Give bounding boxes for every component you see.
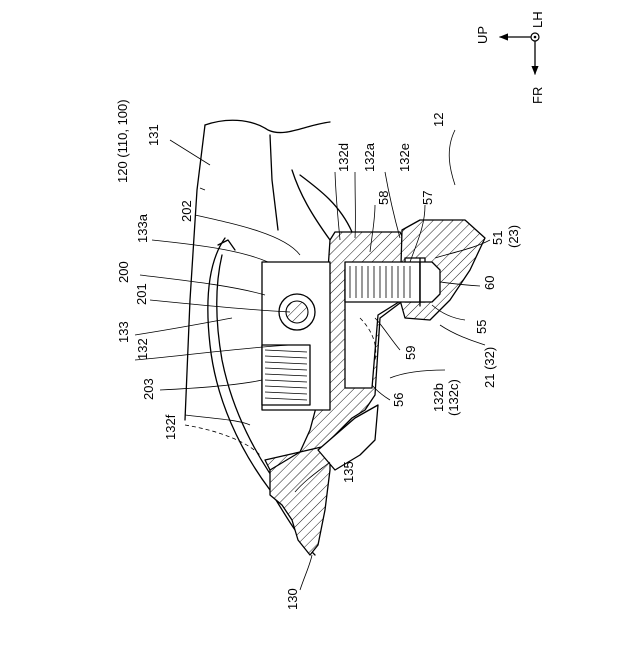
label-132e: 132e bbox=[397, 143, 412, 172]
skin-break-line bbox=[205, 120, 330, 132]
label-55: 55 bbox=[474, 320, 489, 334]
label-133: 133 bbox=[116, 321, 131, 343]
label-132a: 132a bbox=[362, 142, 377, 172]
shell-left-edge bbox=[185, 125, 205, 420]
label-131: 131 bbox=[146, 124, 161, 146]
front-label: FR bbox=[530, 87, 545, 104]
label-132b: 132b bbox=[431, 383, 446, 412]
label-21: 21 (32) bbox=[482, 347, 497, 388]
hidden-line-132f bbox=[185, 425, 260, 455]
label-132f: 132f bbox=[163, 414, 178, 440]
label-203: 203 bbox=[141, 378, 156, 400]
label-59: 59 bbox=[403, 346, 418, 360]
label-58: 58 bbox=[376, 191, 391, 205]
label-133a: 133a bbox=[135, 213, 150, 243]
shell-rib bbox=[292, 170, 330, 240]
label-130: 130 bbox=[285, 588, 300, 610]
label-202: 202 bbox=[179, 200, 194, 222]
label-56: 56 bbox=[391, 393, 406, 407]
label-60: 60 bbox=[482, 276, 497, 290]
label-12: 12 bbox=[431, 113, 446, 127]
label-51: 51 bbox=[490, 231, 505, 245]
label-132: 132 bbox=[135, 338, 150, 360]
shell-rib-outer bbox=[300, 175, 352, 232]
screw-head bbox=[420, 262, 440, 302]
label-135: 135 bbox=[341, 461, 356, 483]
up-label: UP bbox=[475, 26, 490, 44]
mirror-assembly bbox=[185, 120, 485, 555]
label-57: 57 bbox=[420, 191, 435, 205]
label-201: 201 bbox=[134, 283, 149, 305]
left-label: LH bbox=[530, 11, 545, 28]
shell-inner-edge bbox=[270, 135, 278, 230]
label-200: 200 bbox=[116, 261, 131, 283]
label-132d: 132d bbox=[336, 143, 351, 172]
direction-indicator: UP FR LH bbox=[475, 11, 545, 104]
label-132c: (132c) bbox=[446, 379, 461, 416]
label-23: (23) bbox=[506, 225, 521, 248]
out-of-page-dot bbox=[534, 36, 537, 39]
label-120: 120 (110, 100) bbox=[115, 99, 130, 183]
